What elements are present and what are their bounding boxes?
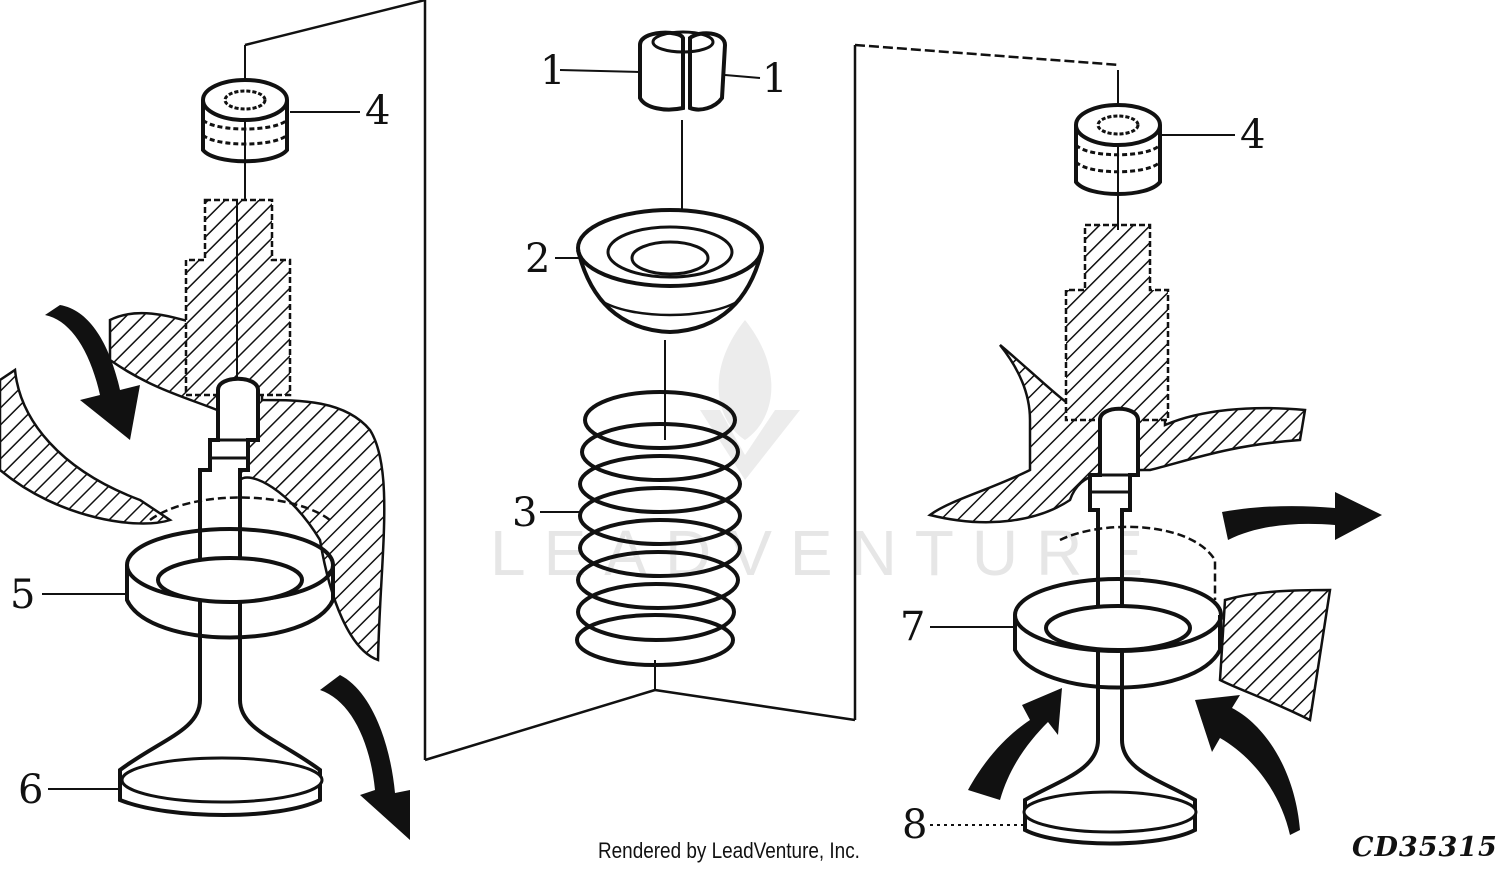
spring-retainer: [576, 208, 764, 335]
left-port-section: [0, 367, 173, 525]
callout-5: 5: [10, 572, 35, 618]
callout-4-left: 4: [365, 88, 390, 134]
right-exhaust-flow-arrow: [1222, 492, 1382, 540]
callout-leaders: [42, 69, 1235, 826]
callout-1-right: 1: [762, 56, 787, 102]
callout-4-right: 4: [1240, 112, 1265, 158]
right-port-section: [1218, 588, 1332, 722]
left-intake-flow-arrow: [45, 305, 140, 440]
left-assembly: [0, 45, 410, 840]
center-panel-frame: [244, 0, 1121, 762]
watermark-flame-logo: [700, 320, 800, 480]
right-valve-seat-insert: [1013, 525, 1223, 690]
right-intake-flow-arrow-left: [968, 688, 1062, 800]
callout-7: 7: [900, 604, 925, 650]
left-exhaust-flow-arrow: [320, 675, 410, 840]
callout-2: 2: [525, 236, 550, 282]
rendered-by-footer: Rendered by LeadVenture, Inc.: [598, 838, 860, 863]
left-valve-stem-seal: [201, 78, 289, 164]
right-intake-flow-arrow-right: [1195, 695, 1300, 835]
right-assembly: [927, 70, 1382, 846]
drawing-code: CD35315: [1352, 832, 1498, 863]
right-valve-guide: [1064, 223, 1170, 422]
callout-8: 8: [902, 802, 927, 848]
callout-1-left: 1: [540, 48, 565, 94]
left-valve-seat-insert: [125, 496, 335, 640]
center-assembly: [575, 30, 764, 690]
valve-keepers: [638, 30, 728, 112]
callout-6: 6: [18, 767, 43, 813]
watermark: LEADVENTURE: [490, 320, 1143, 589]
callout-3: 3: [512, 490, 537, 536]
valve-spring: [575, 390, 742, 667]
callout-labels: 1 1 2 3 4 4 5 6 7 8: [10, 48, 1265, 848]
right-valve-stem-seal: [1074, 103, 1162, 196]
